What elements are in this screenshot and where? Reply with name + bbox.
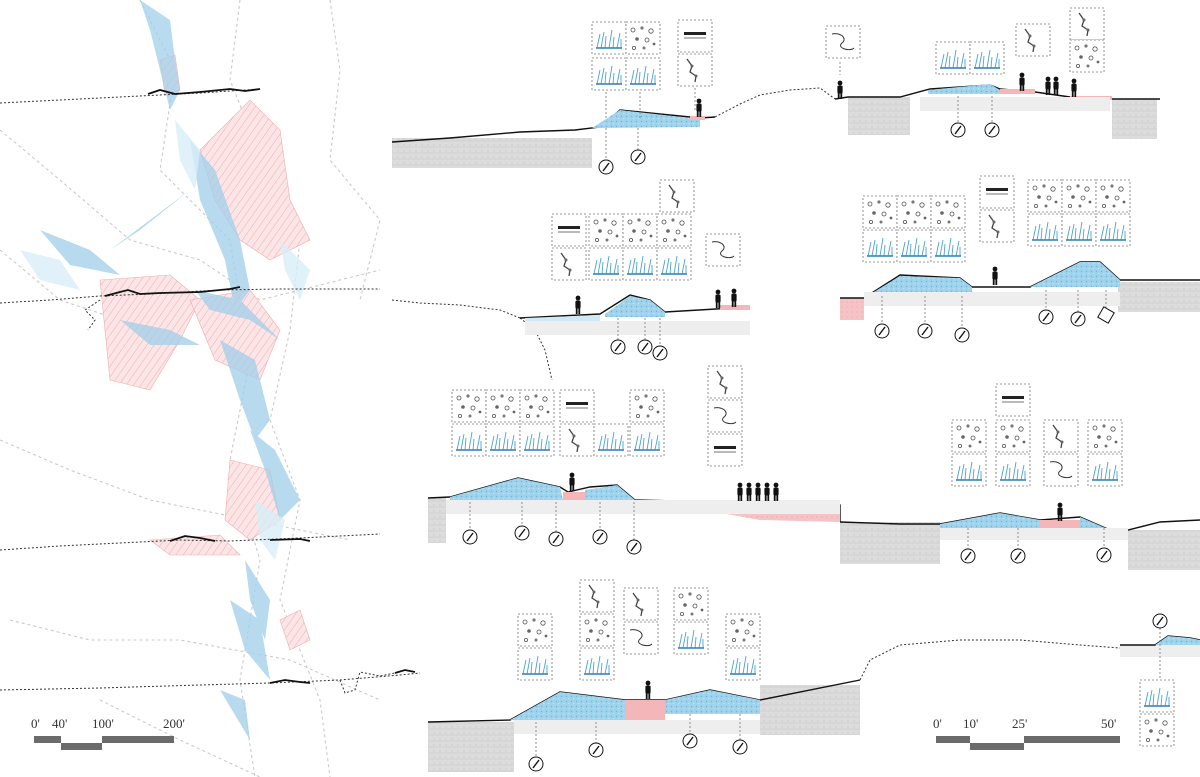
- section-5-cards: [451, 365, 743, 467]
- plan-section-lines: [0, 88, 421, 694]
- section-3: [391, 179, 751, 381]
- scale-label-3: 50': [1101, 716, 1116, 731]
- plan-scale-bar: 0' 40' 100' 200': [31, 716, 185, 750]
- section-6: [839, 383, 1200, 570]
- section-5: [427, 365, 940, 564]
- plan-blue-light: [20, 120, 310, 560]
- scale-label-2: 25': [1012, 716, 1027, 731]
- scale-label-2: 100': [92, 716, 114, 731]
- section-4-cards: [862, 175, 1131, 263]
- plan-paths: [0, 0, 381, 777]
- section-3-cards: [551, 179, 741, 281]
- plan-pink-patches: [99, 54, 311, 651]
- plan-drawing: [0, 0, 381, 777]
- scale-label-3: 200': [163, 716, 185, 731]
- scale-label-1: 40': [52, 716, 67, 731]
- scale-label-0: 0': [31, 716, 40, 731]
- section-2-cards: [825, 7, 1105, 75]
- section-2: [825, 7, 1160, 139]
- section-7: [427, 579, 1200, 772]
- section-1: [391, 19, 836, 175]
- section-scale-bar: 0' 10' 25' 50': [933, 716, 1120, 750]
- scale-label-1: 10': [963, 716, 978, 731]
- section-1-cards: [591, 19, 713, 91]
- scale-label-0: 0': [933, 716, 942, 731]
- plan-blue-streams: [40, 0, 300, 740]
- section-6-cards: [951, 383, 1123, 487]
- section-4: [840, 175, 1200, 343]
